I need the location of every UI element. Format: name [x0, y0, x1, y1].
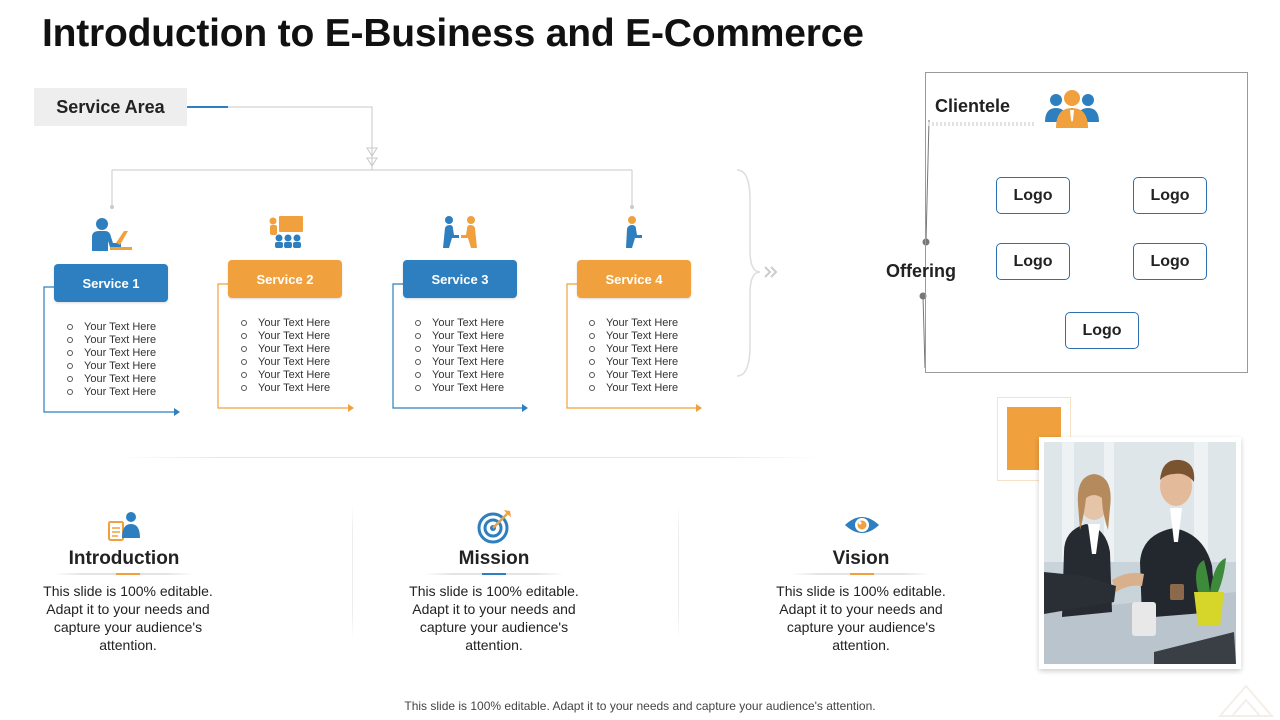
vision-accent: [850, 573, 874, 575]
list-item: Your Text Here: [66, 347, 156, 360]
list-item: Your Text Here: [588, 382, 678, 395]
corner-decoration: [1218, 684, 1275, 717]
logo-1: Logo: [996, 177, 1070, 214]
person-desk-icon: [626, 216, 642, 248]
person-laptop-icon: [92, 218, 132, 251]
logo-5: Logo: [1065, 312, 1139, 349]
mission-text: This slide is 100% editable. Adapt it to…: [409, 583, 579, 653]
service-3-list: Your Text Here Your Text Here Your Text …: [414, 317, 504, 394]
service-2-button[interactable]: Service 2: [228, 260, 342, 298]
two-people-desks-icon: [443, 216, 477, 248]
clientele-panel: [925, 72, 1248, 373]
mission-accent: [482, 573, 506, 575]
photo-frame: [1039, 437, 1241, 669]
team-group-icon: [1045, 90, 1099, 128]
list-item: Your Text Here: [240, 356, 330, 369]
logo-4: Logo: [1133, 243, 1207, 280]
list-item: Your Text Here: [414, 356, 504, 369]
list-item: Your Text Here: [66, 334, 156, 347]
list-item: Your Text Here: [588, 356, 678, 369]
clientele-underline: [928, 122, 1034, 126]
vision-title: Vision: [832, 548, 890, 569]
list-item: Your Text Here: [66, 386, 156, 399]
logo-2: Logo: [1133, 177, 1207, 214]
list-item: Your Text Here: [240, 330, 330, 343]
vision-text: This slide is 100% editable. Adapt it to…: [776, 583, 946, 653]
list-item: Your Text Here: [66, 321, 156, 334]
business-handshake-photo: [1044, 442, 1236, 664]
list-item: Your Text Here: [240, 382, 330, 395]
list-item: Your Text Here: [414, 343, 504, 356]
list-item: Your Text Here: [588, 343, 678, 356]
list-item: Your Text Here: [240, 369, 330, 382]
introduction-accent: [116, 573, 140, 575]
column-divider: [678, 505, 679, 640]
slide-title: Introduction to E-Business and E-Commerc…: [42, 12, 864, 55]
list-item: Your Text Here: [414, 382, 504, 395]
mission-title: Mission: [458, 548, 530, 569]
service-2-list: Your Text Here Your Text Here Your Text …: [240, 317, 330, 394]
list-item: Your Text Here: [588, 317, 678, 330]
introduction-text: This slide is 100% editable. Adapt it to…: [43, 583, 213, 653]
eye-icon: [845, 517, 879, 533]
logo-3: Logo: [996, 243, 1070, 280]
clientele-label: Clientele: [935, 96, 1011, 116]
list-item: Your Text Here: [66, 373, 156, 386]
section-divider: [120, 457, 820, 458]
slide-footer: This slide is 100% editable. Adapt it to…: [404, 699, 876, 713]
list-item: Your Text Here: [240, 343, 330, 356]
list-item: Your Text Here: [240, 317, 330, 330]
service-4-list: Your Text Here Your Text Here Your Text …: [588, 317, 678, 394]
service-1-button[interactable]: Service 1: [54, 264, 168, 302]
introduction-title: Introduction: [68, 548, 180, 569]
service-1-list: Your Text Here Your Text Here Your Text …: [66, 321, 156, 398]
service-4-button[interactable]: Service 4: [577, 260, 691, 298]
list-item: Your Text Here: [588, 369, 678, 382]
list-item: Your Text Here: [66, 360, 156, 373]
target-arrow-icon: [477, 510, 511, 544]
column-divider: [352, 505, 353, 640]
service-3-button[interactable]: Service 3: [403, 260, 517, 298]
list-item: Your Text Here: [414, 330, 504, 343]
user-document-icon: [108, 512, 140, 541]
service-area-label: Service Area: [34, 88, 187, 126]
list-item: Your Text Here: [588, 330, 678, 343]
presentation-audience-icon: [269, 216, 303, 248]
list-item: Your Text Here: [414, 317, 504, 330]
offering-label: Offering: [886, 261, 956, 281]
list-item: Your Text Here: [414, 369, 504, 382]
